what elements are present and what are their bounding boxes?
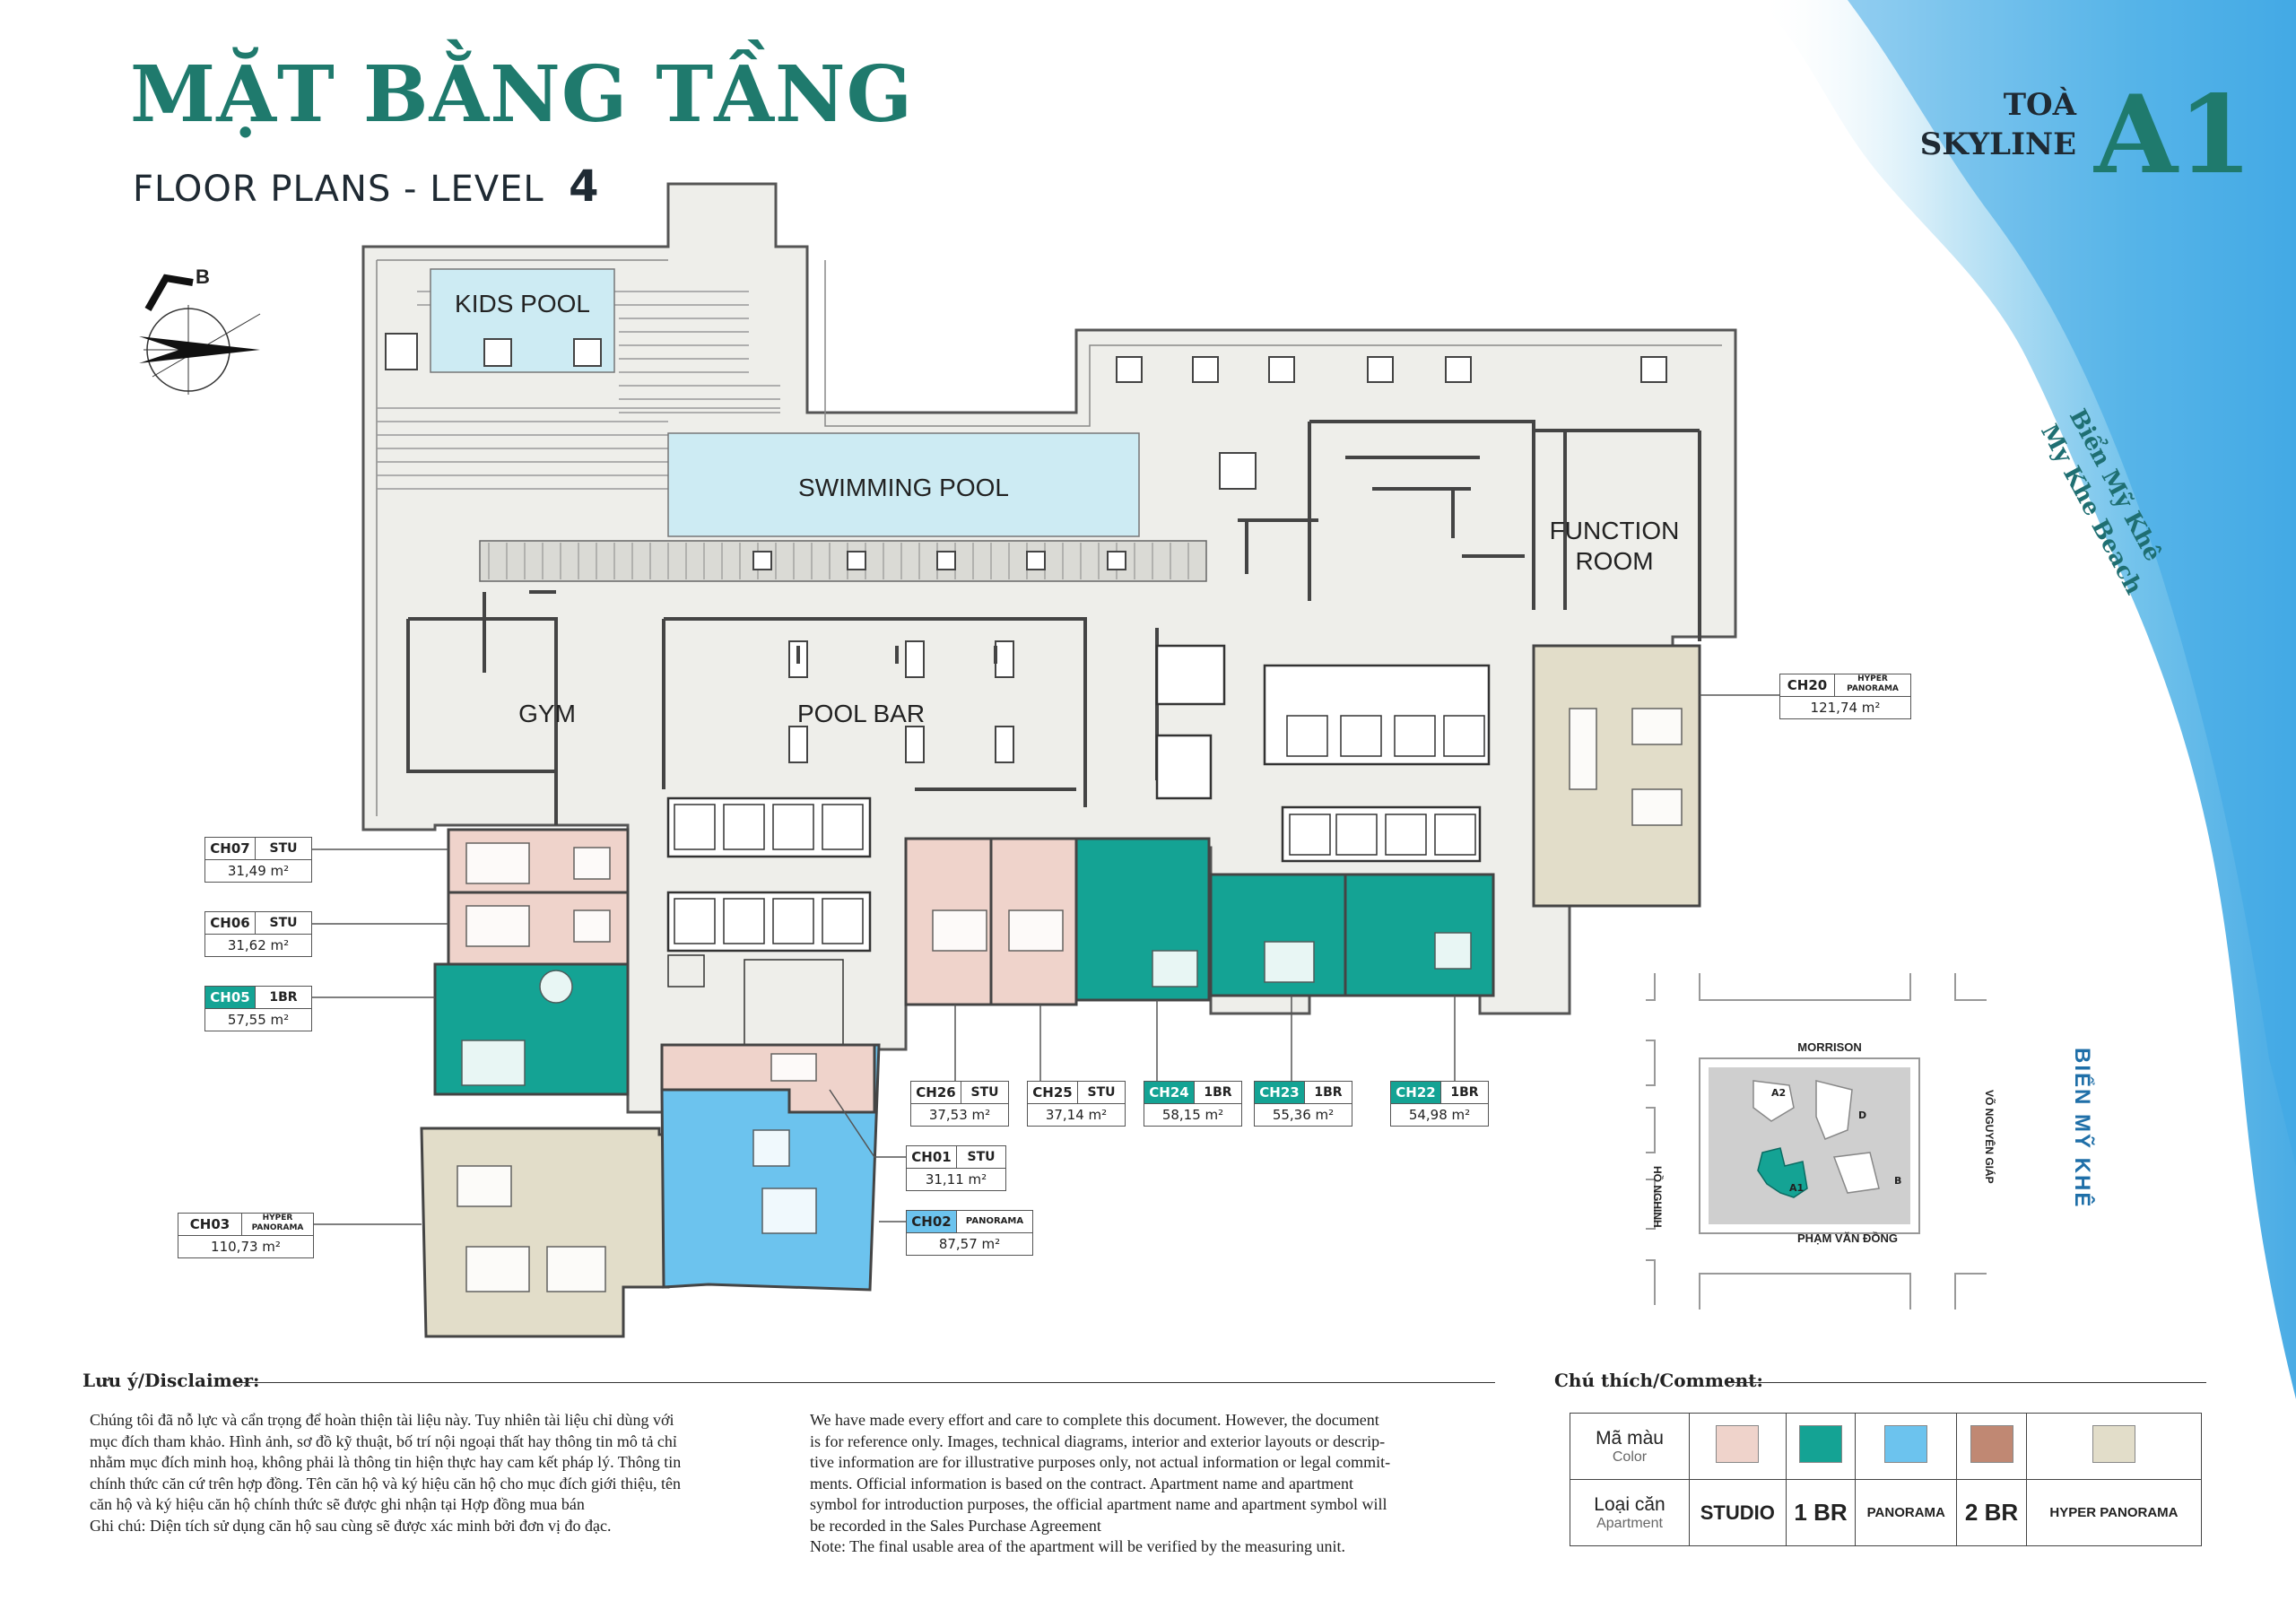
pool-bar-label: POOL BAR: [796, 700, 926, 727]
site-map-a1-block: [1757, 1147, 1808, 1198]
site-map: [1646, 973, 1987, 1310]
legend-table: Mã màu Color Loại căn Apartment STUDIO 1…: [1570, 1413, 2203, 1546]
legend-heading: Chú thích/Comment:: [1554, 1370, 1763, 1391]
disclaimer-heading: Lưu ý/Disclaimer:: [83, 1370, 260, 1391]
page-subtitle: FLOOR PLANS - LEVEL 4: [133, 161, 600, 212]
unit-ch20-shape: [1532, 644, 1701, 908]
unit-ch02-shape: [660, 1043, 881, 1292]
legend-swatch-studio: [1689, 1413, 1787, 1480]
disclaimer-en: We have made every effort and care to co…: [810, 1411, 1391, 1555]
function-room-label: FUNCTION ROOM: [1549, 517, 1680, 575]
compass-letter: B: [196, 265, 210, 288]
sea-watercolor: [1758, 0, 2296, 1399]
site-map-street-right: VÕ NGUYÊN GIÁP: [1983, 1090, 1996, 1184]
site-map-block-a2: A2: [1771, 1087, 1787, 1099]
site-map-street-bottom: PHẠM VĂN ĐỒNG: [1797, 1231, 1898, 1245]
legend-type-2br: 2 BR: [1956, 1479, 2027, 1546]
tower-label: TOÀ SKYLINE: [1919, 87, 2076, 162]
site-map-block-a1: A1: [1789, 1182, 1805, 1194]
site-map-street-top: MORRISON: [1797, 1040, 1862, 1054]
legend-swatch-hyper-panorama: [2025, 1413, 2203, 1480]
legend-type-1br: 1 BR: [1785, 1479, 1857, 1546]
site-map-block-d: D: [1858, 1109, 1867, 1121]
site-map-beach-label: BIỂN MỸ KHÊ: [2070, 1048, 2094, 1209]
legend-swatch-panorama: [1855, 1413, 1958, 1480]
kids-pool-label: KIDS POOL: [455, 290, 590, 318]
site-map-block-b: B: [1894, 1175, 1902, 1187]
swimming-pool-label: SWIMMING POOL: [798, 474, 1009, 501]
tower-code: A1: [2094, 72, 2253, 198]
legend-type-panorama: PANORAMA: [1855, 1479, 1958, 1546]
disclaimer-vi: Chúng tôi đã nỗ lực và cẩn trọng để hoàn…: [90, 1411, 682, 1535]
legend-type-studio: STUDIO: [1689, 1479, 1787, 1546]
legend-swatch-1br: [1785, 1413, 1857, 1480]
legend-color-header: Mã màu Color: [1570, 1413, 1690, 1480]
legend-type-hyper-panorama: HYPER PANORAMA: [2025, 1479, 2203, 1546]
legend-type-header: Loại căn Apartment: [1570, 1479, 1690, 1546]
level-number: 4: [569, 161, 600, 212]
swimming-pool-area: [667, 432, 1140, 537]
site-map-street-left: HỒ NGHINH: [1651, 1166, 1664, 1228]
compass-icon: [139, 274, 261, 395]
page-title: MẶT BẰNG TẦNG: [130, 49, 914, 140]
disclaimer-rule: [235, 1382, 1495, 1383]
legend-rule: [1726, 1382, 2206, 1383]
leader-lines: [309, 694, 1780, 1225]
legend-swatch-2br: [1956, 1413, 2027, 1480]
gym-label: GYM: [518, 700, 576, 727]
floor-plan: [361, 182, 1737, 1338]
